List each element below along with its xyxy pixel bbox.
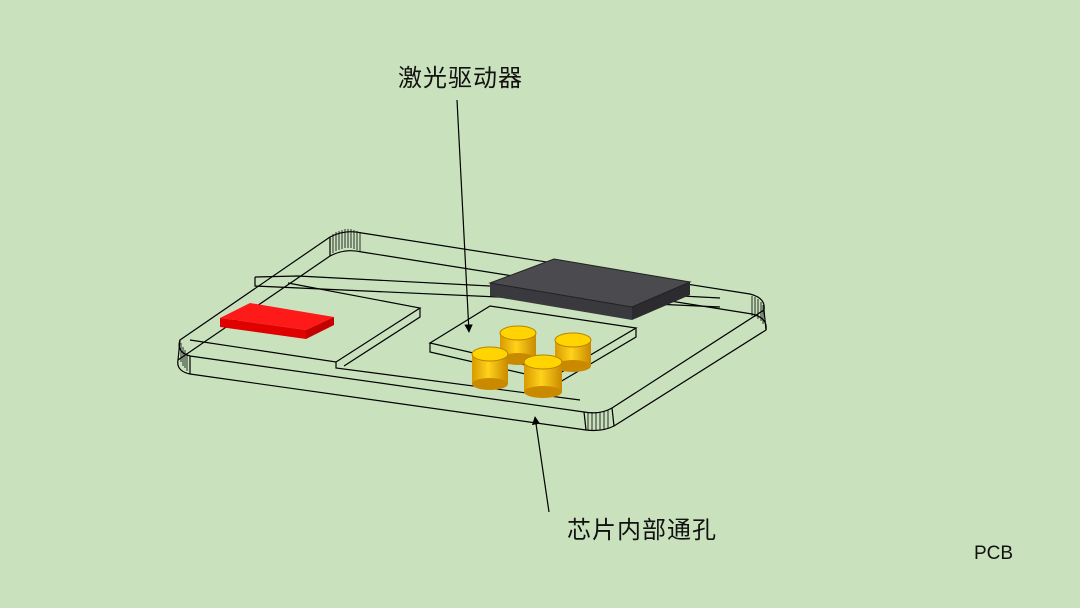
board-edges (177, 237, 767, 431)
gray-chip (488, 258, 692, 320)
laser-driver-label: 激光驱动器 (398, 64, 523, 92)
via-3 (471, 346, 509, 390)
red-component (220, 303, 334, 339)
board-corner-hatching (180, 229, 764, 431)
chip-via-label: 芯片内部通孔 (567, 516, 717, 544)
pcb-label: PCB (974, 543, 1014, 564)
chip-vias (471, 325, 592, 398)
board-bottom-outline (177, 250, 767, 432)
via-2 (554, 332, 592, 372)
via-4 (523, 354, 563, 398)
laser-driver-arrow (456, 99, 473, 333)
chip-via-arrow (531, 416, 550, 513)
